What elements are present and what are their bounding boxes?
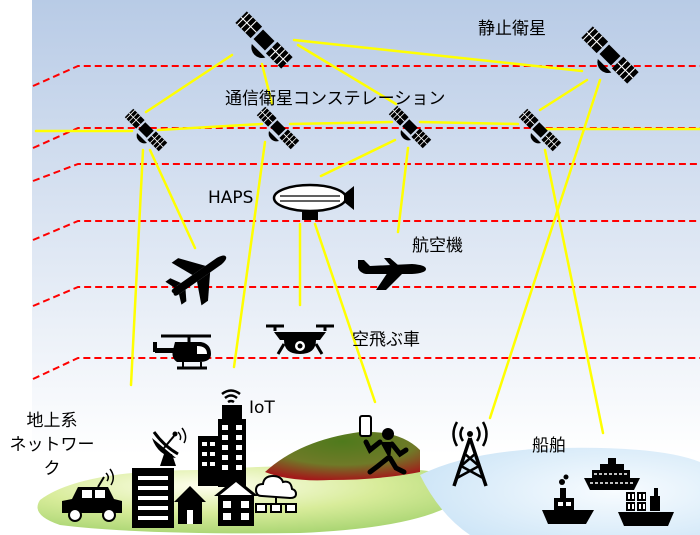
layer-line (32, 163, 700, 182)
radio-tower-icon (452, 421, 488, 487)
layer-line (32, 220, 700, 241)
altitude-layers (32, 65, 700, 380)
communication-links (34, 38, 700, 435)
label-geo-satellite: 静止衛星 (478, 19, 546, 39)
house-icon (214, 478, 258, 526)
ship-icon (542, 474, 594, 524)
layer-line (32, 357, 700, 380)
airplane-icon (165, 255, 227, 306)
layer-line (32, 127, 700, 149)
wifi-icon (221, 389, 241, 404)
label-iot: IoT (249, 398, 275, 418)
airship-icon (272, 183, 354, 220)
house-icon (174, 486, 206, 524)
airplane-icon (358, 258, 426, 290)
drone-icon (266, 324, 334, 355)
layer-line (32, 286, 700, 307)
building-icon (132, 468, 174, 528)
cloud-network-icon (254, 474, 298, 513)
ship-icon (584, 458, 640, 490)
layer-line (32, 65, 700, 87)
car-icon (62, 468, 122, 522)
label-aircraft: 航空機 (412, 236, 463, 256)
runner-with-phone-icon (359, 415, 409, 475)
building-icon (198, 436, 218, 486)
building-icon (218, 405, 246, 487)
ship-icon (618, 488, 674, 526)
label-haps: HAPS (208, 188, 254, 208)
label-ships: 船舶 (532, 436, 566, 456)
label-terrestrial-network: 地上系 ネットワーク (9, 411, 95, 479)
helicopter-icon (153, 334, 211, 370)
label-constellation: 通信衛星コンステレーション (225, 89, 446, 109)
label-flying-car: 空飛ぶ車 (352, 330, 420, 350)
satellite-dish-icon (152, 427, 187, 466)
